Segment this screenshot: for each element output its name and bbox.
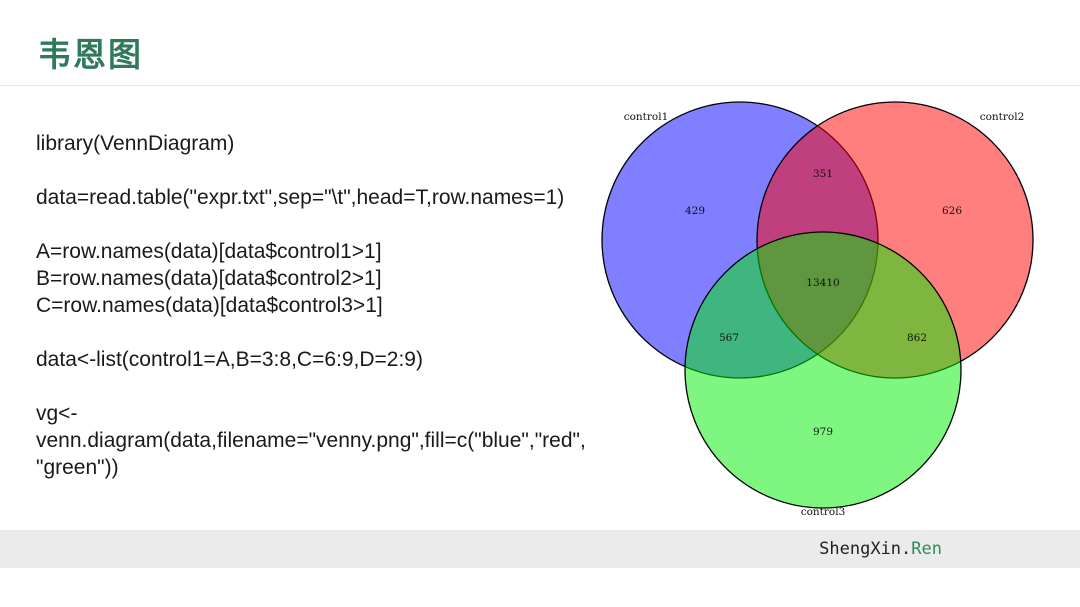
code-line: "green")) xyxy=(36,456,119,479)
code-block: library(VennDiagram) data=read.table("exp… xyxy=(36,130,621,481)
code-line: library(VennDiagram) xyxy=(36,132,235,155)
set-label-control2: control2 xyxy=(980,111,1025,123)
region-all-three: 13410 xyxy=(806,277,839,289)
code-line: B=row.names(data)[data$control2>1] xyxy=(36,267,382,290)
title-divider xyxy=(0,85,1080,86)
footer-bar: ShengXin.Ren xyxy=(0,530,1080,568)
code-blank-line xyxy=(36,211,621,238)
venn-diagram: control1 control2 control3 429 626 979 3… xyxy=(601,101,1034,518)
region-only-control3: 979 xyxy=(813,426,833,438)
region-control1-control2: 351 xyxy=(813,168,833,180)
footer-brand-main: ShengXin. xyxy=(819,539,912,559)
code-line: venn.diagram(data,filename="venny.png",f… xyxy=(36,429,586,452)
footer-brand-suffix: Ren xyxy=(911,539,942,559)
code-line: data<-list(control1=A,B=3:8,C=6:9,D=2:9) xyxy=(36,348,423,371)
venn-circle-control3 xyxy=(684,231,962,509)
code-line: A=row.names(data)[data$control1>1] xyxy=(36,240,382,263)
code-blank-line xyxy=(36,157,621,184)
footer-brand: ShengXin.Ren xyxy=(819,539,942,559)
region-control1-control3: 567 xyxy=(719,332,739,344)
code-blank-line xyxy=(36,319,621,346)
set-label-control1: control1 xyxy=(624,111,669,123)
code-blank-line xyxy=(36,373,621,400)
set-label-control3: control3 xyxy=(801,506,846,518)
region-only-control2: 626 xyxy=(942,205,962,217)
region-only-control1: 429 xyxy=(685,205,705,217)
code-line: vg<- xyxy=(36,402,78,425)
region-control2-control3: 862 xyxy=(907,332,927,344)
slide-title: 韦恩图 xyxy=(38,35,143,74)
code-line: data=read.table("expr.txt",sep="\t",head… xyxy=(36,186,565,209)
code-line: C=row.names(data)[data$control3>1] xyxy=(36,294,383,317)
